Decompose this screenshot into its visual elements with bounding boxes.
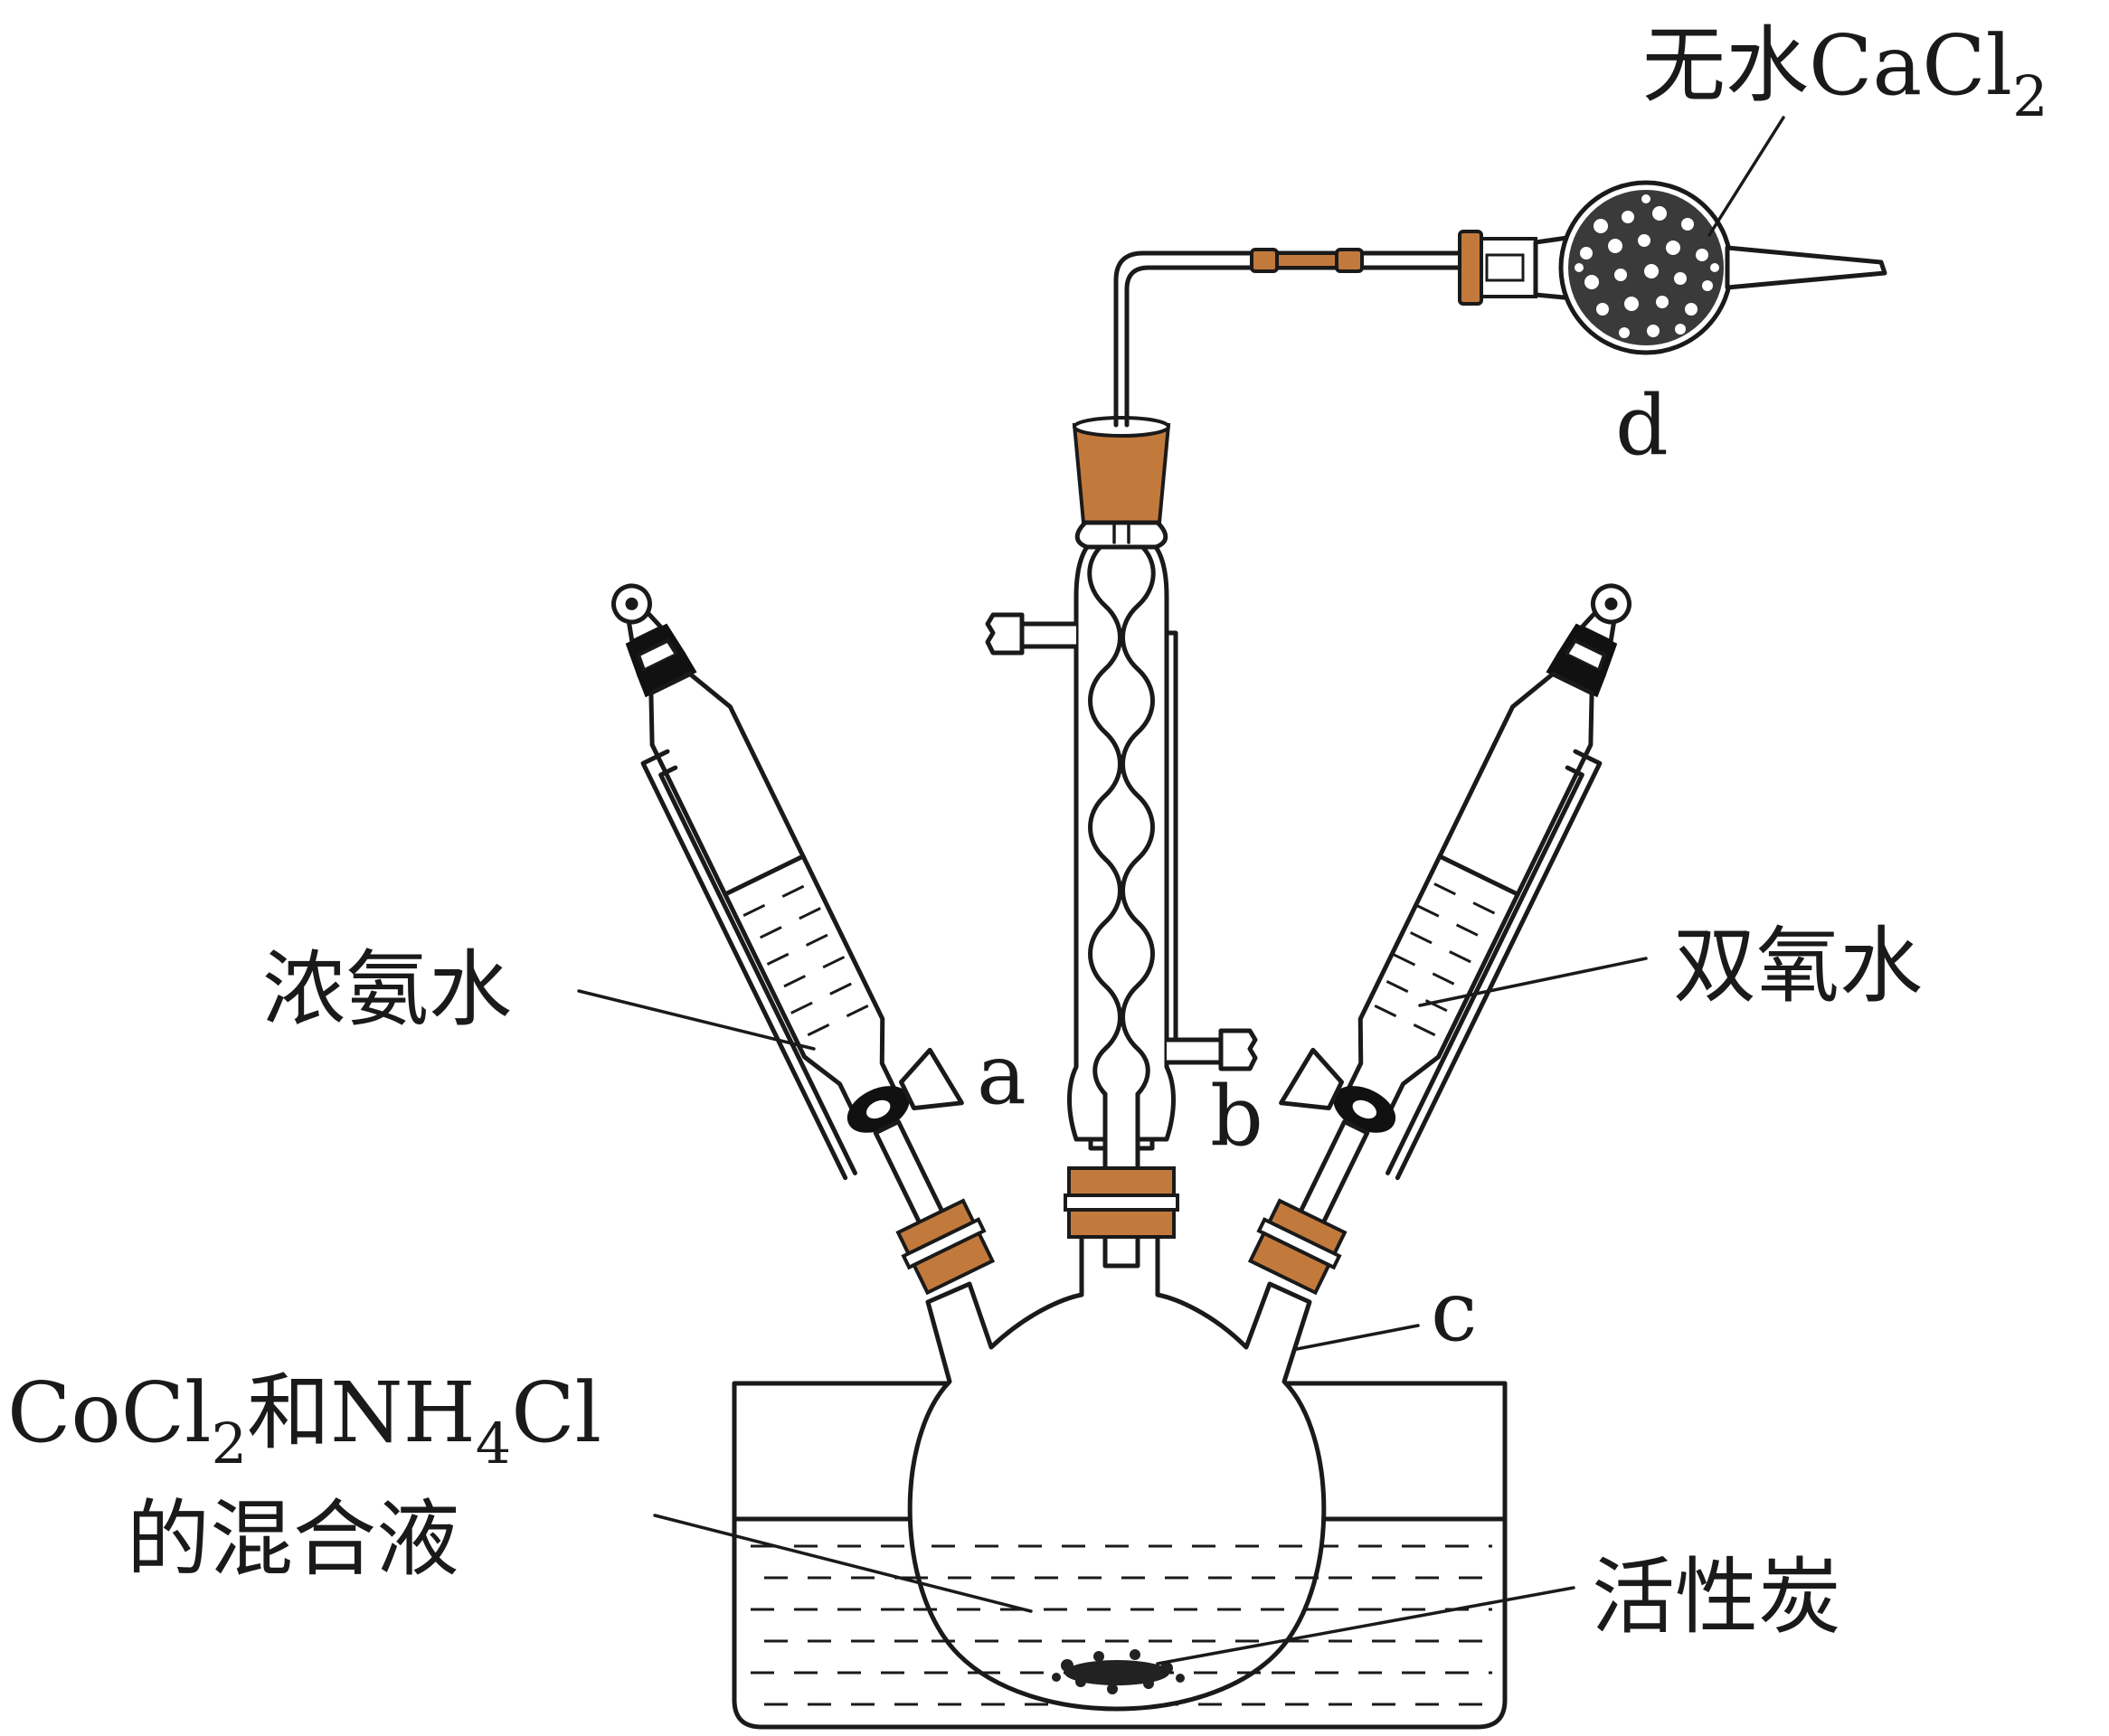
drying-tube-nozzle: [1725, 245, 1887, 290]
reflux-condenser: [985, 416, 1258, 1269]
right-dropping-funnel: [1247, 583, 1631, 1296]
stopcock-a: [846, 1047, 964, 1133]
label-ammonia: 浓氨水: [262, 941, 512, 1038]
leader-ammonia: [577, 989, 816, 1051]
rubber-joint-left: [1250, 248, 1279, 273]
label-a: a: [977, 1026, 1026, 1123]
left-dropping-funnel: [611, 583, 996, 1296]
labels: 无水CaCl2 d 浓氨水 双氧水 a b c CoCl2和NH4Cl 的混合液…: [7, 17, 2048, 1646]
label-activated-carbon: 活性炭: [1592, 1549, 1841, 1646]
drying-tube-stopper: [1458, 230, 1483, 306]
label-hydrogen-peroxide: 双氧水: [1673, 918, 1923, 1014]
label-mixture-line2: 的混合液: [127, 1491, 459, 1588]
stopcock-b: [1279, 1047, 1396, 1133]
leader-mixture: [653, 1514, 1033, 1613]
activated-carbon-particles: [1052, 1649, 1185, 1694]
connecting-tube: [1113, 248, 1486, 428]
label-d: d: [1615, 377, 1669, 474]
leader-c: [1295, 1324, 1420, 1351]
three-neck-flask: [904, 1200, 1329, 1712]
label-b: b: [1210, 1068, 1263, 1165]
left-funnel-liquid: [742, 882, 869, 1037]
leader-cacl2: [1707, 116, 1785, 237]
leader-h2o2: [1418, 957, 1648, 1007]
right-funnel-liquid: [1374, 882, 1500, 1037]
rubber-connector: [1275, 251, 1338, 269]
label-cacl2: 无水CaCl2: [1642, 17, 2048, 129]
label-c: c: [1431, 1263, 1478, 1360]
drying-tube-d: [1458, 180, 1887, 355]
condenser-top-stopper: [1072, 423, 1171, 524]
leader-lines: [577, 116, 1785, 1665]
rubber-joint-right: [1335, 248, 1364, 273]
center-neck-band-lower: [1067, 1208, 1176, 1239]
label-mixture-line1: CoCl2和NH4Cl: [7, 1364, 601, 1477]
leader-carbon: [1156, 1586, 1575, 1665]
cacl2-granules: [1568, 190, 1724, 345]
center-neck-band-upper: [1067, 1166, 1176, 1199]
